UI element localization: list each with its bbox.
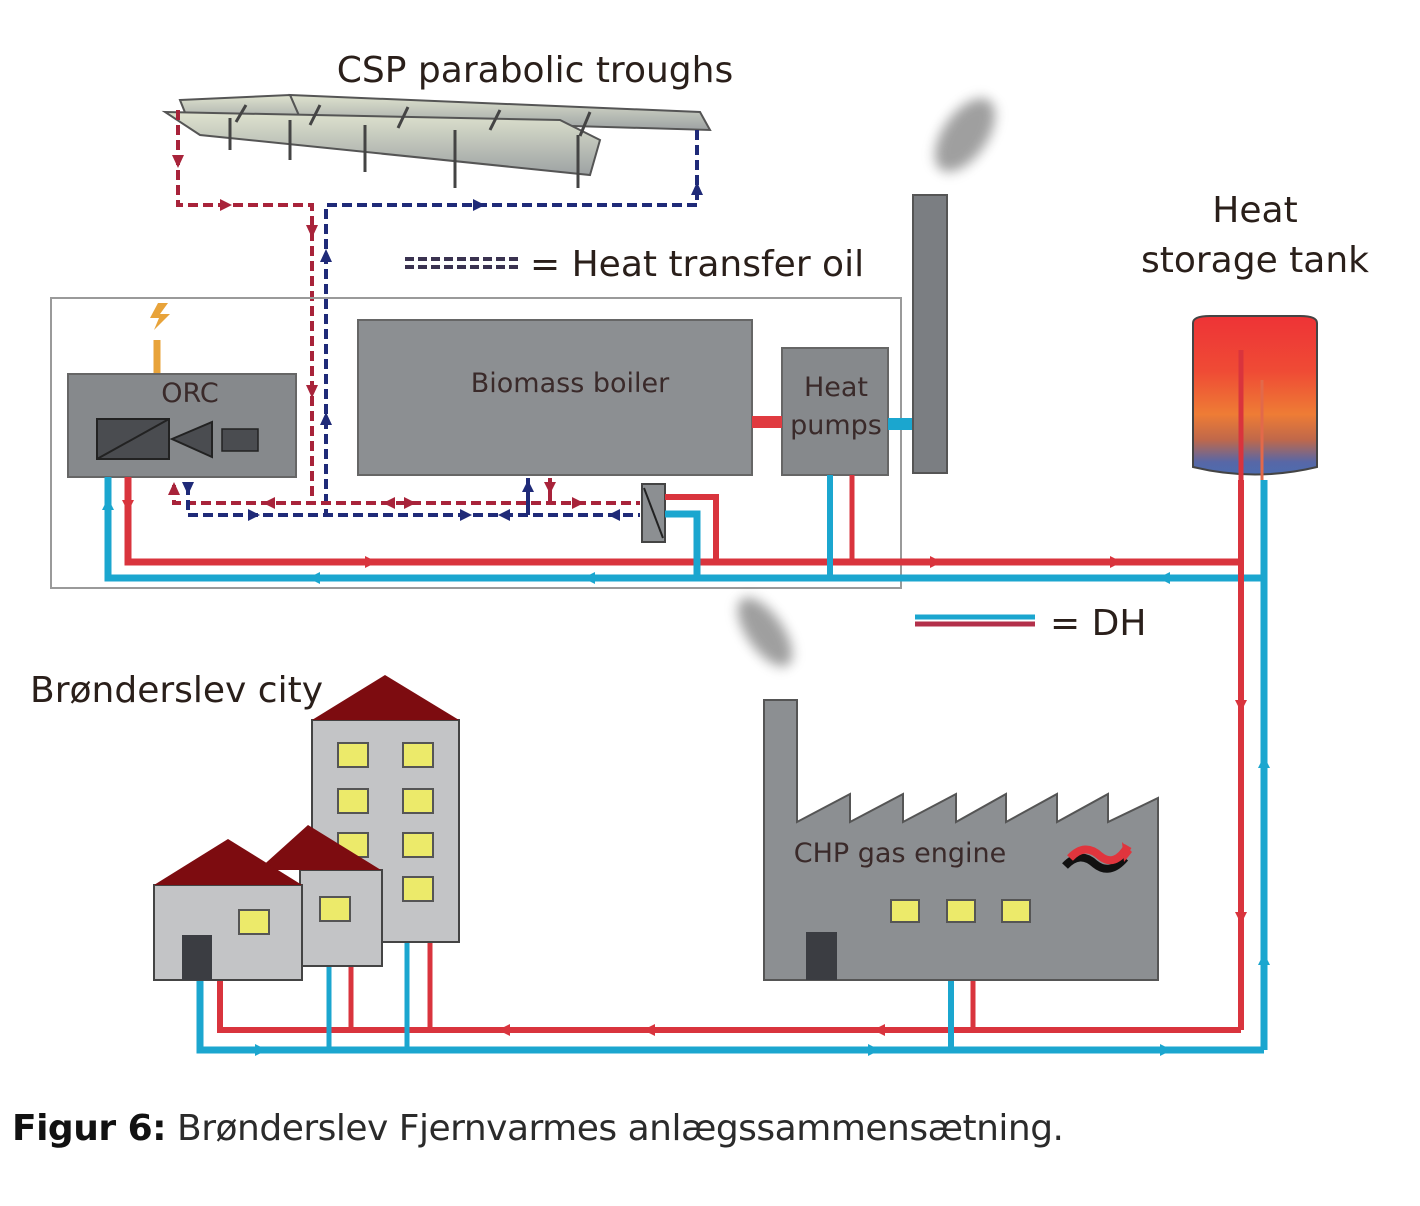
boiler-to-heatpump-link [752,416,782,428]
chp-gas-engine: CHP gas engine [737,597,1159,981]
heat-storage-label-2: storage tank [1141,240,1369,281]
oil-distribution-arrows [168,480,620,521]
orc-generator-icon [96,418,259,460]
biomass-boiler: Biomass boiler [357,319,753,476]
heatpump-to-chimney-link [888,418,914,430]
orc-unit: ORC [67,373,297,478]
heat-wave-icon [1062,842,1132,873]
dh-legend-label: = DH [1050,603,1146,644]
boiler-chimney [912,98,996,474]
heat-storage-tank [1192,315,1318,480]
oil-distribution [172,478,640,517]
heat-exchanger [641,483,666,543]
heat-pumps-label-2: pumps [790,410,882,441]
figure-caption-text: Brønderslev Fjernvarmes anlægssammensætn… [166,1108,1064,1149]
plant-boundary [50,297,902,589]
csp-parabolic-troughs [161,93,712,188]
power-output-icon [150,303,170,374]
csp-label: CSP parabolic troughs [337,50,733,91]
dh-legend: = DH [915,603,1146,644]
figure-caption: Figur 6: Brønderslev Fjernvarmes anlægss… [12,1108,1064,1149]
biomass-boiler-label: Biomass boiler [471,368,670,399]
house-middle [258,825,383,967]
orc-label: ORC [161,378,219,409]
city-buildings [153,675,460,981]
heat-transfer-oil-legend-label: = Heat transfer oil [530,244,864,285]
chp-label: CHP gas engine [794,838,1006,869]
heat-pumps-label-1: Heat [804,372,868,403]
heat-storage-label-1: Heat [1212,190,1297,231]
heat-transfer-oil-legend: = Heat transfer oil [405,244,864,285]
dh-flow-arrows [102,498,1270,1056]
figure-caption-prefix: Figur 6: [12,1108,167,1149]
city-label: Brønderslev city [30,670,323,711]
oil-flow-arrows [172,155,703,425]
house-front [153,839,303,981]
heat-pumps: Heat pumps [781,347,889,476]
apartment-building [311,675,460,943]
